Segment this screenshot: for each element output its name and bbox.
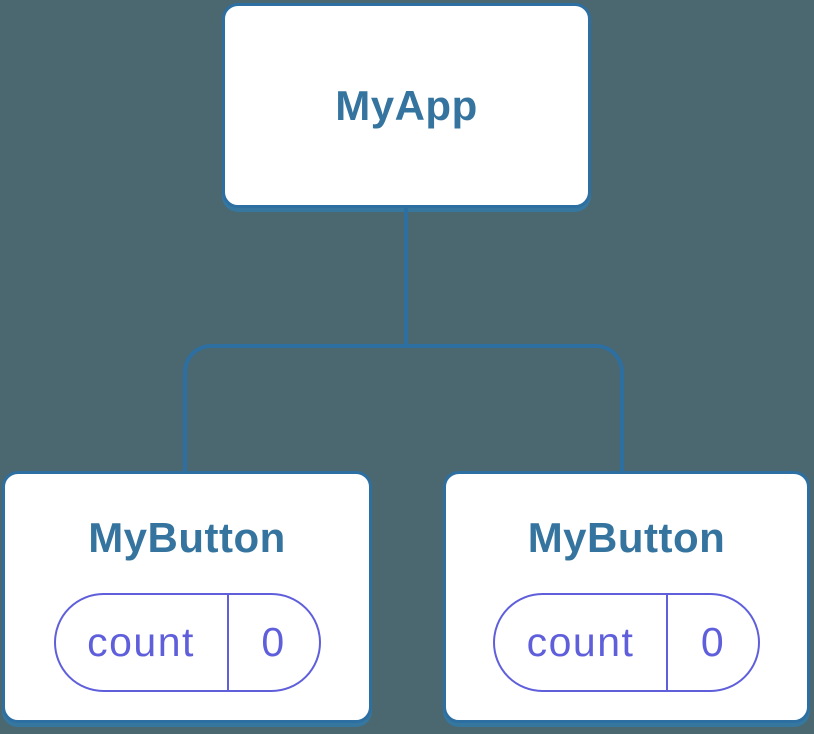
component-node-child-2: MyButton count 0 <box>443 471 810 723</box>
state-value: 0 <box>261 619 286 665</box>
component-node-root: MyApp <box>222 3 591 208</box>
state-label: count <box>56 595 229 690</box>
component-title-root: MyApp <box>335 81 478 129</box>
state-pill: count 0 <box>53 593 321 692</box>
tree-connector-stem <box>404 207 408 347</box>
tree-connector-bracket <box>183 344 624 472</box>
component-title-child-1: MyButton <box>88 514 286 561</box>
component-node-child-1: MyButton count 0 <box>2 471 372 723</box>
state-label: count <box>495 595 668 690</box>
component-title-child-2: MyButton <box>527 514 726 561</box>
state-value: 0 <box>700 619 726 665</box>
state-pill: count 0 <box>493 593 760 692</box>
